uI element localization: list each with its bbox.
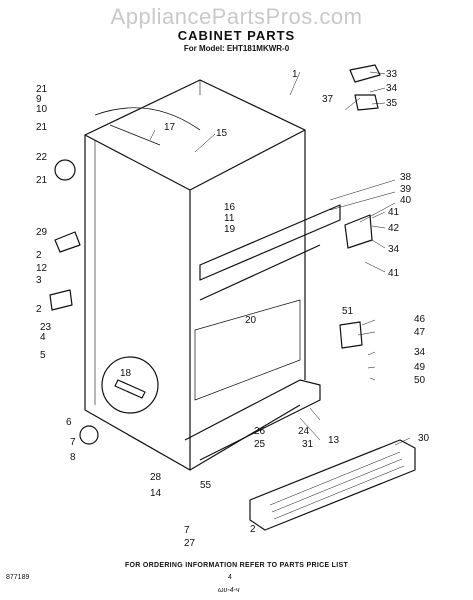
callout-21: 21 bbox=[36, 175, 48, 186]
handwritten-mark: ωυ-4-ч bbox=[218, 587, 240, 594]
callout-21: 21 bbox=[36, 122, 48, 133]
callout-34: 34 bbox=[386, 83, 398, 94]
wire-harness bbox=[94, 107, 201, 146]
callout-31: 31 bbox=[302, 439, 314, 450]
center-hinge bbox=[344, 214, 373, 249]
document-number: 877189 bbox=[6, 574, 30, 581]
toe-grille-slots bbox=[269, 451, 405, 520]
detail-connector bbox=[114, 379, 146, 399]
cabinet-base bbox=[184, 379, 321, 461]
leader-lines bbox=[149, 71, 411, 446]
page-number: 4 bbox=[228, 574, 232, 581]
caster-part bbox=[79, 425, 99, 445]
callout-30: 30 bbox=[418, 433, 430, 444]
ordering-info-note: FOR ORDERING INFORMATION REFER TO PARTS … bbox=[124, 562, 349, 569]
callout-17: 17 bbox=[164, 122, 176, 133]
callout-7: 7 bbox=[184, 525, 190, 536]
top-hinge bbox=[349, 64, 381, 111]
callout-34: 34 bbox=[388, 244, 400, 255]
inner-floor bbox=[194, 299, 301, 401]
toe-grille bbox=[249, 439, 416, 531]
callout-50: 50 bbox=[414, 375, 426, 386]
callout-14: 14 bbox=[150, 488, 162, 499]
callout-2: 2 bbox=[36, 304, 42, 315]
callout-27: 27 bbox=[184, 538, 196, 549]
divider-rail bbox=[199, 204, 341, 301]
light-socket-part bbox=[49, 289, 73, 311]
callout-21: 21 bbox=[36, 84, 48, 95]
callout-41: 41 bbox=[388, 268, 400, 279]
callout-39: 39 bbox=[400, 184, 412, 195]
callout-13: 13 bbox=[328, 435, 340, 446]
bottom-hinge bbox=[339, 321, 363, 349]
control-part bbox=[54, 231, 81, 253]
callout-40: 40 bbox=[400, 195, 412, 206]
cabinet-back-edge bbox=[94, 80, 201, 405]
callout-28: 28 bbox=[150, 472, 162, 483]
callout-labels: 1 33 34 35 37 21 9 10 17 15 21 22 21 38 … bbox=[36, 69, 430, 549]
callout-46: 46 bbox=[414, 314, 426, 325]
callout-41: 41 bbox=[388, 207, 400, 218]
callout-11: 11 bbox=[224, 213, 235, 224]
callout-6: 6 bbox=[66, 417, 72, 428]
callout-37: 37 bbox=[322, 94, 334, 105]
thermostat-part bbox=[54, 159, 76, 181]
callout-42: 42 bbox=[388, 223, 400, 234]
callout-19: 19 bbox=[224, 224, 236, 235]
callout-38: 38 bbox=[400, 172, 412, 183]
callout-8: 8 bbox=[70, 452, 76, 463]
callout-34: 34 bbox=[414, 347, 426, 358]
callout-4: 4 bbox=[40, 332, 46, 343]
callout-55: 55 bbox=[200, 480, 212, 491]
callout-18: 18 bbox=[120, 368, 132, 379]
callout-2: 2 bbox=[36, 250, 42, 261]
callout-51: 51 bbox=[342, 306, 354, 317]
callout-7: 7 bbox=[70, 437, 76, 448]
watermark: AppliancePartsPros.com bbox=[110, 4, 363, 29]
callout-12: 12 bbox=[36, 263, 48, 274]
callout-2: 2 bbox=[250, 524, 256, 535]
callout-24: 24 bbox=[298, 426, 310, 437]
callout-49: 49 bbox=[414, 362, 426, 373]
callout-25: 25 bbox=[254, 439, 266, 450]
callout-3: 3 bbox=[36, 275, 42, 286]
callout-9: 9 bbox=[36, 94, 42, 105]
callout-33: 33 bbox=[386, 69, 398, 80]
callout-47: 47 bbox=[414, 327, 426, 338]
diagram-title: CABINET PARTS bbox=[177, 28, 296, 43]
detail-inset-circle bbox=[101, 356, 159, 414]
callout-35: 35 bbox=[386, 98, 398, 109]
callout-26: 26 bbox=[254, 426, 266, 437]
callout-23: 23 bbox=[40, 322, 52, 333]
callout-29: 29 bbox=[36, 227, 48, 238]
callout-15: 15 bbox=[216, 128, 228, 139]
callout-5: 5 bbox=[40, 350, 46, 361]
cabinet-outline bbox=[84, 79, 306, 471]
callout-16: 16 bbox=[224, 202, 236, 213]
model-subtitle: For Model: EHT181MKWR-0 bbox=[183, 44, 290, 53]
callout-10: 10 bbox=[36, 104, 48, 115]
callout-1: 1 bbox=[292, 69, 298, 80]
callout-22: 22 bbox=[36, 152, 48, 163]
callout-20: 20 bbox=[245, 315, 257, 326]
